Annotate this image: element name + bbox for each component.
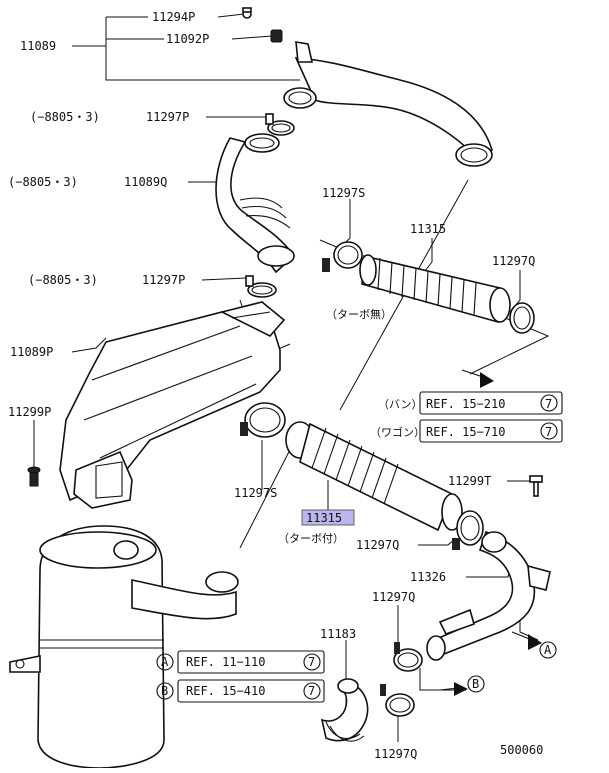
arrow-b-icon xyxy=(439,682,468,696)
part-label-11297Q-right: 11297Q xyxy=(492,254,535,268)
clamp-11297S-lower-icon xyxy=(240,402,286,438)
clamp-11297Q-lower-icon xyxy=(393,642,423,672)
ref-box-van[interactable] xyxy=(419,391,563,415)
ref-van-text[interactable]: REF. 15−210 xyxy=(426,397,505,411)
arrow-a-letter: A xyxy=(544,643,552,657)
hose-11183-icon xyxy=(320,678,369,742)
part-label-11297S-top: 11297S xyxy=(322,186,365,200)
ref-a-circle-icon xyxy=(156,653,174,671)
part-label-11299T: 11299T xyxy=(448,474,491,488)
ref-wagon-circle-icon xyxy=(540,422,558,440)
part-label-11297Q-bottom: 11297Q xyxy=(374,747,417,761)
part-label-11297P-b: 11297P xyxy=(142,273,185,287)
date-range-a: (−8805・3) xyxy=(30,110,100,124)
part-label-11297Q-low: 11297Q xyxy=(372,590,415,604)
ref-wagon-text[interactable]: REF. 15−710 xyxy=(426,425,505,439)
part-label-11326: 11326 xyxy=(410,570,446,584)
arrow-b-letter: B xyxy=(472,677,479,691)
part-label-11089P: 11089P xyxy=(10,345,53,359)
air-cleaner-icon xyxy=(9,525,239,769)
bellows-hose-11315-turbo-icon xyxy=(285,421,463,532)
date-range-b: (−8805・3) xyxy=(8,175,78,189)
arrow-a-circle-icon xyxy=(539,641,557,659)
bolt-11294P-icon xyxy=(242,7,252,19)
nut-11092P-icon xyxy=(270,29,283,43)
note-wagon: （ワゴン） xyxy=(370,425,425,439)
hose-11089Q-icon xyxy=(215,133,296,274)
clamp-11297P-upper-icon xyxy=(265,113,295,136)
clamp-11297P-lower-icon xyxy=(245,275,277,298)
part-label-11089-top: 11089 xyxy=(20,39,56,53)
date-range-c: (−8805・3) xyxy=(28,273,98,287)
ref-b-letter: B xyxy=(161,684,168,698)
ref-b-circle-icon xyxy=(156,682,174,700)
part-label-11315-highlight[interactable]: 11315 xyxy=(306,511,342,525)
note-turbo-none: （ターボ無） xyxy=(326,307,392,321)
part-label-11297S-mid: 11297S xyxy=(234,486,277,500)
part-label-11299P: 11299P xyxy=(8,405,51,419)
diagram-code: 500060 xyxy=(500,743,543,757)
ref-van-circle-icon xyxy=(540,394,558,412)
ref-wagon-num: 7 xyxy=(545,425,552,439)
clamp-11297Q-right-icon xyxy=(509,302,535,334)
ref-a-num: 7 xyxy=(308,655,315,669)
clamp-11297Q-middle-icon xyxy=(452,510,484,550)
ref-box-wagon[interactable] xyxy=(419,419,563,443)
ref-b-num: 7 xyxy=(308,684,315,698)
ref-box-a[interactable] xyxy=(177,650,325,674)
arrow-b-circle-icon xyxy=(467,675,485,693)
pipe-11326-icon xyxy=(426,530,551,661)
part-label-11089Q: 11089Q xyxy=(124,175,167,189)
clamp-11297Q-bottom-icon xyxy=(380,684,415,717)
ref-a-letter: A xyxy=(161,655,169,669)
highlight-11315 xyxy=(301,509,355,526)
bellows-hose-11315-upper-icon xyxy=(359,254,511,324)
part-label-11297Q-mid: 11297Q xyxy=(356,538,399,552)
ref-a-num-circle-icon xyxy=(303,653,321,671)
note-van: （バン） xyxy=(378,398,423,411)
part-label-11297P-a: 11297P xyxy=(146,110,189,124)
bolt-11299T-icon xyxy=(529,475,543,497)
part-label-11183: 11183 xyxy=(320,627,356,641)
ref-van-num: 7 xyxy=(545,397,552,411)
ref-b-num-circle-icon xyxy=(303,682,321,700)
ref-a-text[interactable]: REF. 11−110 xyxy=(186,655,265,669)
screw-11299P-icon xyxy=(27,466,41,487)
arrow-van-icon xyxy=(461,369,494,388)
part-label-11092P: 11092P xyxy=(166,32,209,46)
air-duct-11089P-icon xyxy=(59,301,286,509)
note-turbo-with: （ターボ付） xyxy=(278,532,344,545)
clamp-11297S-upper-icon xyxy=(322,241,363,272)
part-label-11315-top: 11315 xyxy=(410,222,446,236)
ref-box-b[interactable] xyxy=(177,679,325,703)
arrow-a-icon xyxy=(511,631,542,650)
intercooler-pipe-upper-icon xyxy=(283,41,493,167)
part-label-11294P: 11294P xyxy=(152,10,195,24)
ref-b-text[interactable]: REF. 15−410 xyxy=(186,684,265,698)
